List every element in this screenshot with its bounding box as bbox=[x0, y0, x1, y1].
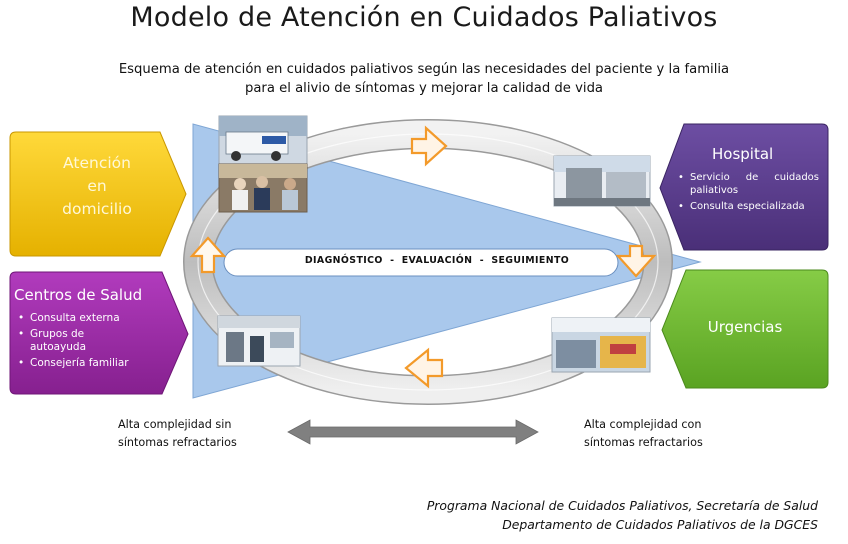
centros-list: Consulta externa Grupos de autoayuda Con… bbox=[14, 312, 164, 373]
centros-title: Centros de Salud bbox=[14, 286, 143, 304]
center-band bbox=[223, 248, 619, 277]
footer-credits: Programa Nacional de Cuidados Paliativos… bbox=[427, 496, 818, 534]
subtitle-line-2: para el alivio de síntomas y mejorar la … bbox=[244, 81, 604, 96]
footer-line-2: Departamento de Cuidados Paliativos de l… bbox=[502, 517, 818, 532]
arrow-left-bottom bbox=[404, 347, 444, 389]
domicilio-pentagon bbox=[9, 131, 187, 257]
arrow-up-left bbox=[189, 236, 227, 274]
domicilio-line-3: domicilio bbox=[62, 200, 132, 218]
domicilio-line-2: en bbox=[87, 177, 107, 195]
left-note-line-1: Alta complejidad sin bbox=[118, 418, 232, 431]
hospital-title: Hospital bbox=[712, 145, 774, 163]
arrow-right-top bbox=[410, 125, 448, 167]
hospital-item-consulta: Consulta especializada bbox=[674, 200, 819, 213]
right-note-line-1: Alta complejidad con bbox=[584, 418, 702, 431]
emergency-photo bbox=[551, 317, 651, 373]
page-title: Modelo de Atención en Cuidados Paliativo… bbox=[130, 2, 718, 33]
centros-item-grupos: Grupos de autoayuda bbox=[14, 328, 110, 354]
subtitle: Esquema de atención en cuidados paliativ… bbox=[0, 60, 848, 98]
arrow-down-right bbox=[615, 244, 657, 278]
center-band-label: DIAGNÓSTICO - EVALUACIÓN - SEGUIMIENTO bbox=[304, 255, 570, 266]
domicilio-line-1: Atención bbox=[63, 154, 131, 172]
health-center-photo bbox=[217, 315, 301, 367]
left-complexity-note: Alta complejidad sin síntomas refractari… bbox=[118, 416, 237, 452]
footer-line-1: Programa Nacional de Cuidados Paliativos… bbox=[426, 498, 818, 513]
urgencias-pentagon bbox=[661, 269, 829, 389]
right-complexity-note: Alta complejidad con síntomas refractari… bbox=[584, 416, 703, 452]
hospital-photo bbox=[553, 155, 651, 207]
subtitle-line-1: Esquema de atención en cuidados paliativ… bbox=[118, 62, 730, 77]
hospital-list: Servicio de cuidados paliativos Consulta… bbox=[674, 171, 819, 216]
urgencias-label: Urgencias bbox=[707, 318, 783, 336]
domicilio-label: Atención en domicilio bbox=[22, 152, 172, 221]
ambulance-photo bbox=[218, 115, 308, 165]
complexity-double-arrow bbox=[287, 419, 539, 445]
home-visit-photo bbox=[218, 163, 308, 213]
right-note-line-2: síntomas refractarios bbox=[584, 436, 703, 449]
centros-item-consulta: Consulta externa bbox=[14, 312, 164, 325]
centros-item-consejeria: Consejería familiar bbox=[14, 357, 164, 370]
hospital-item-servicio: Servicio de cuidados paliativos bbox=[674, 171, 819, 197]
left-note-line-2: síntomas refractarios bbox=[118, 436, 237, 449]
